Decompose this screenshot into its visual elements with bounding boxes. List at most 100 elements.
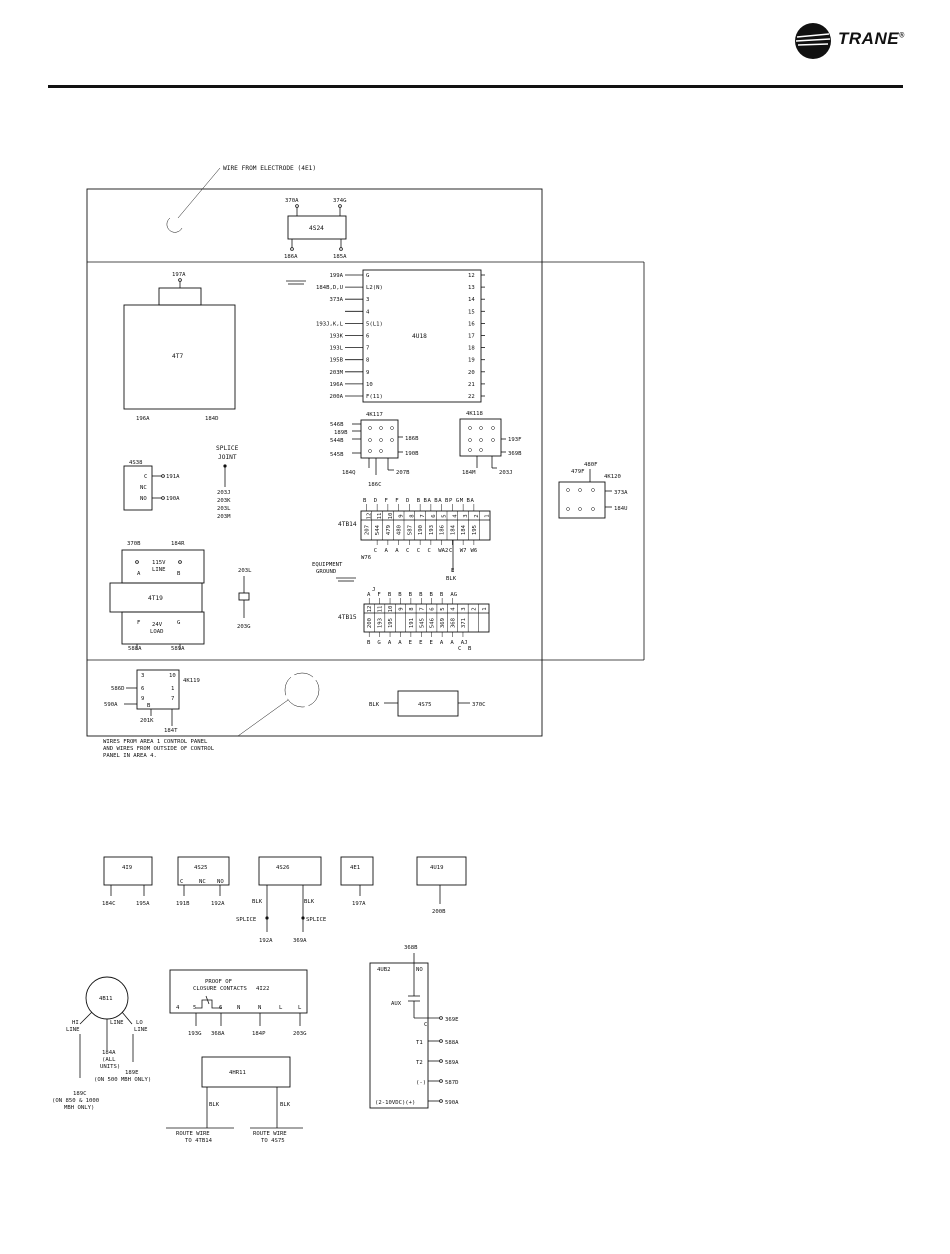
switch-4s38: 4S38 C NC NO 191A 190A: [123, 460, 180, 511]
svg-text:4U18: 4U18: [412, 333, 427, 340]
tb15-bottom-label: E: [419, 640, 423, 646]
svg-text:L: L: [279, 1005, 283, 1011]
svg-text:4B11: 4B11: [99, 996, 112, 1002]
tb15-top-label: B: [430, 592, 434, 598]
svg-text:193G: 193G: [188, 1031, 202, 1037]
svg-text:NC: NC: [199, 879, 206, 885]
svg-text:184C: 184C: [102, 901, 115, 907]
switch-4s26: 4S26 BLK BLK SPLICE SPLICE 192A 369A: [236, 856, 327, 944]
u18-right-pin: 18: [468, 346, 475, 352]
tb15-terminal-number: 4: [451, 607, 457, 611]
svg-text:586D: 586D: [111, 686, 125, 692]
u18-left-pin: G: [366, 273, 370, 279]
svg-text:3: 3: [141, 673, 144, 679]
tb14-terminal-number: 4: [452, 514, 458, 518]
tb14-bottom-label: W6: [471, 548, 478, 554]
u18-left-wire: 193K: [330, 334, 344, 340]
svg-text:368A: 368A: [211, 1031, 225, 1037]
tb14-bottom-label: C: [428, 548, 431, 554]
svg-text:203G: 203G: [237, 624, 251, 630]
tb15-bottom-label: A: [440, 640, 444, 646]
svg-text:4K117: 4K117: [366, 412, 383, 418]
svg-text:190A: 190A: [166, 496, 180, 502]
svg-text:NO: NO: [140, 496, 147, 502]
svg-text:E: E: [451, 568, 455, 574]
svg-text:186A: 186A: [284, 254, 298, 260]
svg-text:4TB14: 4TB14: [338, 521, 357, 528]
svg-text:589A: 589A: [445, 1060, 459, 1066]
svg-text:4I22: 4I22: [256, 986, 269, 992]
transformer-4t19: 4T19 370B 184R 115V LINE A B F G 24V LOA…: [109, 541, 205, 652]
relay-4k117: 4K117 546B 189B 544B 545B 186B 190B 184Q…: [330, 412, 419, 488]
u18-right-pin: 17: [468, 334, 475, 340]
tb14-terminal-number: 8: [409, 514, 415, 518]
svg-text:184R: 184R: [171, 541, 185, 547]
svg-text:184A: 184A: [102, 1050, 116, 1056]
svg-text:544B: 544B: [330, 438, 344, 444]
tb14-wire: 207: [364, 525, 370, 535]
svg-text:4T7: 4T7: [172, 353, 183, 360]
tb14-wire: 587: [407, 525, 413, 535]
tb15-wire: 371: [461, 618, 467, 628]
svg-text:SPLICE: SPLICE: [216, 445, 239, 452]
component-4u19: 4U19 200B: [416, 856, 467, 915]
svg-text:184P: 184P: [252, 1031, 266, 1037]
svg-text:4K119: 4K119: [183, 678, 200, 684]
svg-text:NO: NO: [416, 967, 423, 973]
tb14-bottom-label: C: [374, 548, 377, 554]
tb15-top-label: B: [398, 592, 402, 598]
tb15-wire: 368: [451, 617, 457, 628]
tb15-wire: 546: [430, 618, 436, 628]
u18-right-pin: 19: [468, 358, 475, 364]
tb14-bottom-label: A: [385, 548, 389, 554]
svg-text:AND WIRES FROM OUTSIDE OF CONT: AND WIRES FROM OUTSIDE OF CONTROL: [103, 746, 215, 752]
svg-text:184U: 184U: [614, 506, 627, 512]
u18-left-wire: 203M: [330, 370, 344, 376]
svg-text:4HR11: 4HR11: [229, 1070, 246, 1076]
brand-name: TRANE®: [838, 29, 905, 48]
svg-text:T1: T1: [416, 1040, 423, 1046]
svg-text:4S26: 4S26: [276, 865, 289, 871]
svg-text:4E1: 4E1: [350, 865, 360, 871]
tb15-top-label: A: [367, 592, 371, 598]
relay-4k120: 480F 479F 4K120 373A 184U: [558, 462, 628, 519]
svg-text:590A: 590A: [445, 1100, 459, 1106]
svg-text:191A: 191A: [166, 474, 180, 480]
svg-text:191B: 191B: [176, 901, 190, 907]
svg-text:9: 9: [141, 696, 144, 702]
u18-right-pin: 21: [468, 382, 475, 388]
tb14-bottom-label: C: [449, 548, 452, 554]
tb15-bottom-label: E: [409, 640, 413, 646]
svg-text:F: F: [137, 620, 141, 626]
tb14-terminal-number: 1: [485, 514, 491, 517]
svg-text:190B: 190B: [405, 451, 419, 457]
tb15-wire: 195: [388, 618, 394, 628]
u18-right-pin: 20: [468, 370, 475, 376]
svg-text:EQUIPMENT: EQUIPMENT: [312, 562, 343, 568]
svg-text:J: J: [372, 587, 375, 593]
svg-text:186C: 186C: [368, 482, 381, 488]
tb14-top-label: P G: [449, 498, 460, 504]
tb14-wire: 479: [386, 525, 392, 535]
svg-text:185A: 185A: [333, 254, 347, 260]
motor-4b11: 4B11 HI LINE LINE LO LINE 184A (ALL UNIT…: [52, 976, 151, 1111]
tb15-bottom-label: E: [430, 640, 434, 646]
svg-text:SPLICE: SPLICE: [306, 917, 327, 923]
svg-text:LINE: LINE: [110, 1020, 124, 1026]
svg-text:203J: 203J: [217, 490, 230, 496]
component-4e1: 4E1 197A: [340, 856, 374, 907]
svg-text:N: N: [258, 1005, 261, 1011]
svg-text:MBH ONLY): MBH ONLY): [64, 1105, 94, 1111]
tb15-terminal-number: 6: [430, 607, 436, 610]
svg-text:189B: 189B: [334, 430, 348, 436]
tb15-wire: 193: [378, 618, 384, 628]
svg-text:ROUTE WIRE: ROUTE WIRE: [253, 1131, 287, 1137]
control-panel-outline: [86, 188, 645, 737]
tb14-bottom-label: C: [417, 548, 420, 554]
controller-4ub2: 368B 4UB2 NO AUX C 369E T1 T2 (-) (2-10V…: [369, 945, 459, 1109]
terminal-block-4tb14: 4TB14 12207B11544DC10479FA9480FA8587DC71…: [338, 498, 491, 582]
svg-text:370A: 370A: [285, 198, 299, 204]
splice-joint: SPLICE JOINT 203J 203K 203L 203M: [216, 445, 239, 520]
tb15-top-label: AG: [450, 592, 457, 598]
u18-left-pin: 10: [366, 382, 373, 388]
